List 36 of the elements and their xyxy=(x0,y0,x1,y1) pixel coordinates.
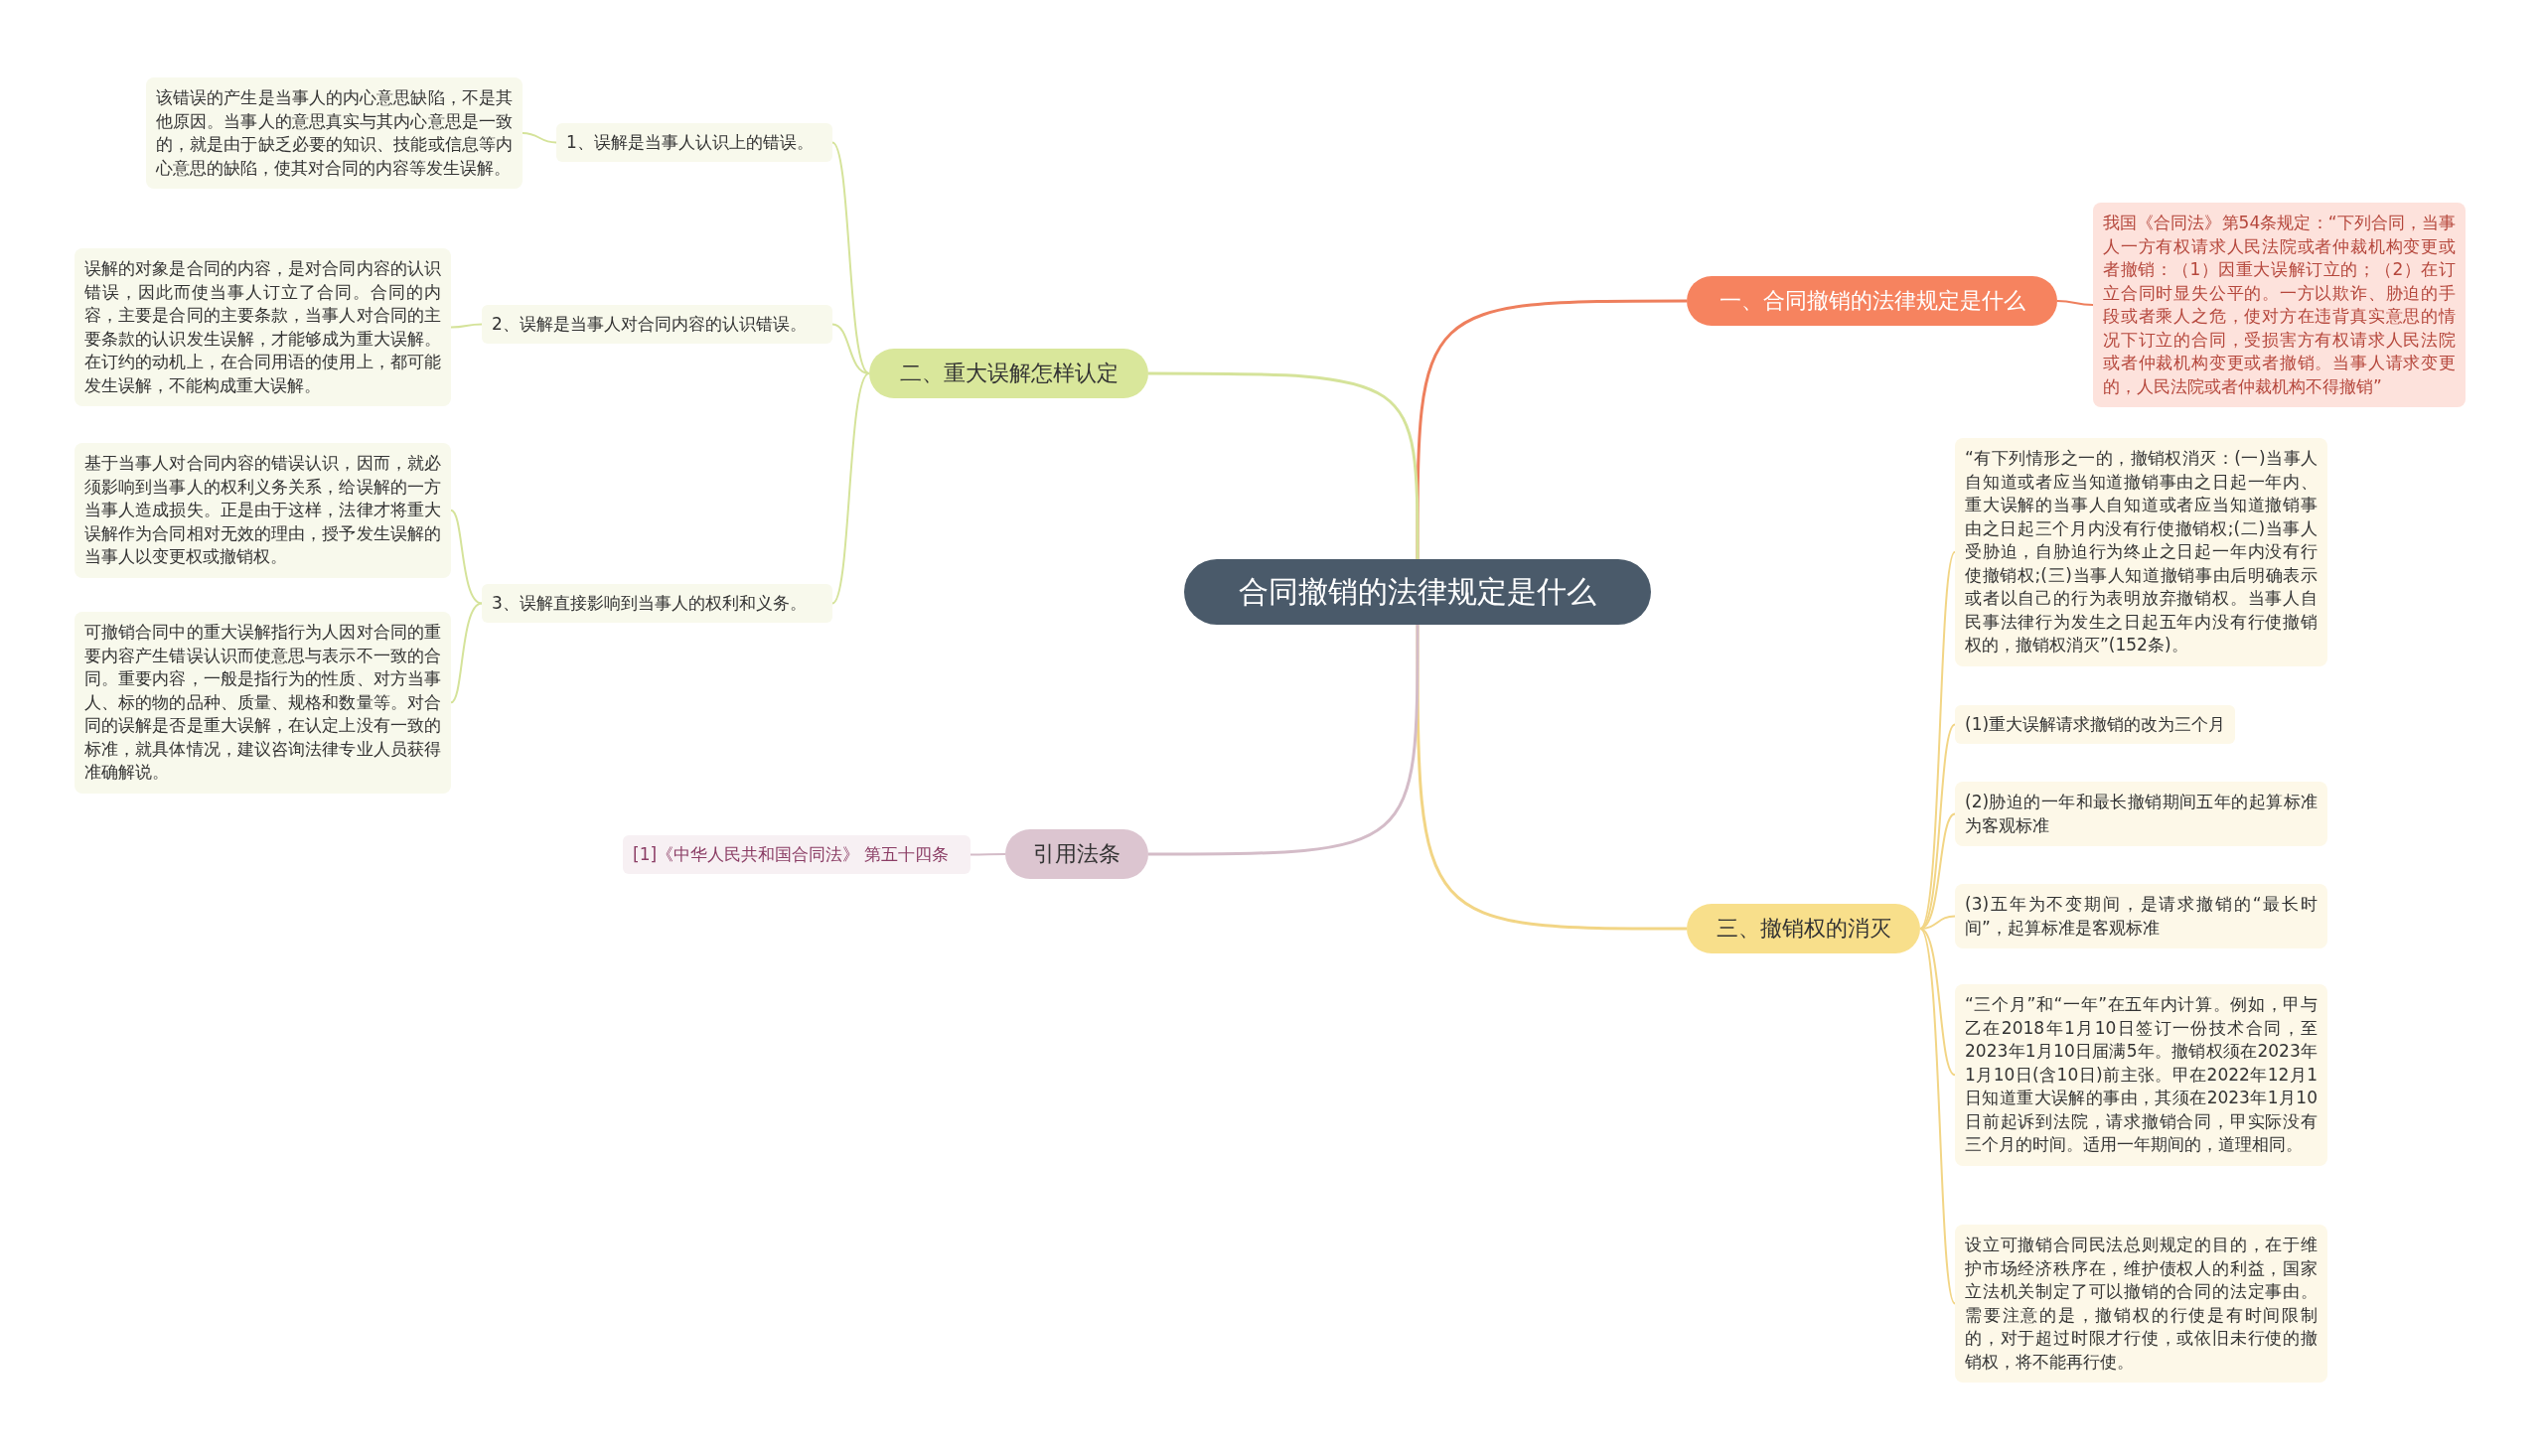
connector-line xyxy=(970,853,1006,856)
connector-line xyxy=(1919,928,1956,1305)
connector-line xyxy=(1416,625,1687,931)
connector-line xyxy=(1148,625,1420,856)
subtopic-box: 3、误解直接影响到当事人的权利和义务。 xyxy=(482,584,832,623)
note-box: 我国《合同法》第54条规定：“下列合同，当事人一方有权请求人民法院或者仲裁机构变更或者撤销：（1）因重大误解订立的；（2）在订立合同时显失公平的。一方以欺诈、胁迫的手段或者乘人之危，使对方在违背真实意思的情况下订立的合同，受损害方有权请求人民法院或者仲裁机构变更或者撤销。当事人请求变更的，人民法院或者仲裁机构不得撤销” xyxy=(2093,203,2466,407)
connector-line xyxy=(831,372,870,605)
connector-line xyxy=(1416,299,1687,559)
note-box: (3)五年为不变期间，是请求撤销的“最长时间”，起算标准是客观标准 xyxy=(1955,884,2327,948)
note-box: 设立可撤销合同民法总则规定的目的，在于维护市场经济秩序在，维护债权人的利益，国家立法机关制定了可以撤销的合同的法定事由。需要注意的是，撤销权的行使是有时间限制的，对于超过时限才行使，或依旧未行使的撤销权，将不能再行使。 xyxy=(1955,1225,2327,1383)
subtopic-box: [1]《中华人民共和国合同法》 第五十四条 xyxy=(623,835,971,874)
topic-pill: 引用法条 xyxy=(1005,829,1148,879)
note-box: 误解的对象是合同的内容，是对合同内容的认识错误，因此而使当事人订立了合同。合同的内容，主要是合同的主要条款，当事人对合同的主要条款的认识发生误解，才能够成为重大误解。在订约的动机上，在合同用语的使用上，都可能发生误解，不能构成重大误解。 xyxy=(75,248,451,406)
connector-line xyxy=(1148,371,1420,559)
connector-line xyxy=(522,132,557,144)
connector-line xyxy=(831,323,870,374)
connector-line xyxy=(450,602,483,704)
connector-line xyxy=(450,509,483,605)
subtopic-box: 1、误解是当事人认识上的错误。 xyxy=(556,123,832,162)
connector-line xyxy=(450,323,483,329)
note-box: 基于当事人对合同内容的错误认识，因而，就必须影响到当事人的权利义务关系，给误解的一方当事人造成损失。正是由于这样，法律才将重大误解作为合同相对无效的理由，授予发生误解的当事人以变更权或撤销权。 xyxy=(75,443,451,578)
connector-line xyxy=(1919,928,1956,1077)
note-box: 可撤销合同中的重大误解指行为人因对合同的重要内容产生错误认识而使意思与表示不一致的合同。重要内容，一般是指行为的性质、对方当事人、标的物的品种、质量、规格和数量等。对合同的误解是否是重大误解，在认定上没有一致的标准，就具体情况，建议咨询法律专业人员获得准确解说。 xyxy=(75,612,451,794)
note-box: “有下列情形之一的，撤销权消灭：(一)当事人自知道或者应当知道撤销事由之日起一年内、重大误解的当事人自知道或者应当知道撤销事由之日起三个月内没有行使撤销权;(二)当事人受胁迫，自胁迫行为终止之日起一年内没有行使撤销权;(三)当事人知道撤销事由后明确表示或者以自己的行为表明放弃撤销权。当事人自民事法律行为发生之日起五年内没有行使撤销权的，撤销权消灭”(152条)。 xyxy=(1955,438,2327,666)
connector-line xyxy=(1919,550,1956,930)
topic-pill: 三、撤销权的消灭 xyxy=(1687,904,1920,953)
note-box: 该错误的产生是当事人的内心意思缺陷，不是其他原因。当事人的意思真实与其内心意思是一致的，就是由于缺乏必要的知识、技能或信息等内心意思的缺陷，使其对合同的内容等发生误解。 xyxy=(146,77,523,189)
note-box: “三个月”和“一年”在五年内计算。例如，甲与乙在2018年1月10日签订一份技术合同，至2023年1月10日届满5年。撤销权须在2023年1月10日(含10日)前主张。甲在2022年12月1日知道重大误解的事由，其须在2023年1月10日前起诉到法院，请求撤销合同，甲实际没有三个月的时间。适用一年期间的，道理相同。 xyxy=(1955,984,2327,1166)
connector-line xyxy=(2056,300,2094,306)
central-topic-pill: 合同撤销的法律规定是什么 xyxy=(1184,559,1651,625)
note-box: (2)胁迫的一年和最长撤销期间五年的起算标准为客观标准 xyxy=(1955,782,2327,846)
subtopic-box: (1)重大误解请求撤销的改为三个月 xyxy=(1955,705,2236,744)
topic-pill: 二、重大误解怎样认定 xyxy=(869,349,1148,398)
topic-pill: 一、合同撤销的法律规定是什么 xyxy=(1687,276,2057,326)
subtopic-box: 2、误解是当事人对合同内容的认识错误。 xyxy=(482,305,832,344)
connector-line xyxy=(831,141,870,374)
